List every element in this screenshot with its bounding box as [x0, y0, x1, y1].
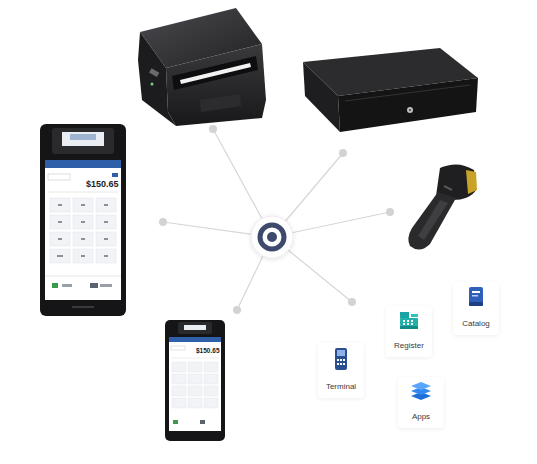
barcode-scanner	[408, 164, 477, 249]
tile-label: Catalog	[462, 320, 490, 329]
spoke-dots	[159, 125, 394, 314]
receipt-printer	[138, 8, 266, 126]
catalog-icon	[466, 286, 486, 308]
tile-label: Terminal	[326, 383, 356, 392]
hub-logo	[251, 216, 293, 258]
tile-label: Register	[394, 342, 424, 351]
cash-drawer	[303, 48, 478, 132]
register-icon	[398, 310, 420, 330]
screen-amount: $150.65	[196, 348, 220, 355]
spoke-lines	[163, 129, 390, 310]
pos-terminal-small	[165, 320, 225, 441]
app-tile: Apps	[398, 377, 444, 428]
apps-icon	[410, 381, 432, 401]
terminal-icon	[333, 347, 349, 371]
pos-terminal-large	[40, 124, 126, 316]
screen-amount: $150.65	[86, 180, 119, 189]
app-tile: Register	[386, 306, 432, 357]
app-tile: Terminal	[318, 343, 364, 398]
app-tile: Catalog	[453, 282, 499, 335]
tile-label: Apps	[412, 413, 430, 422]
